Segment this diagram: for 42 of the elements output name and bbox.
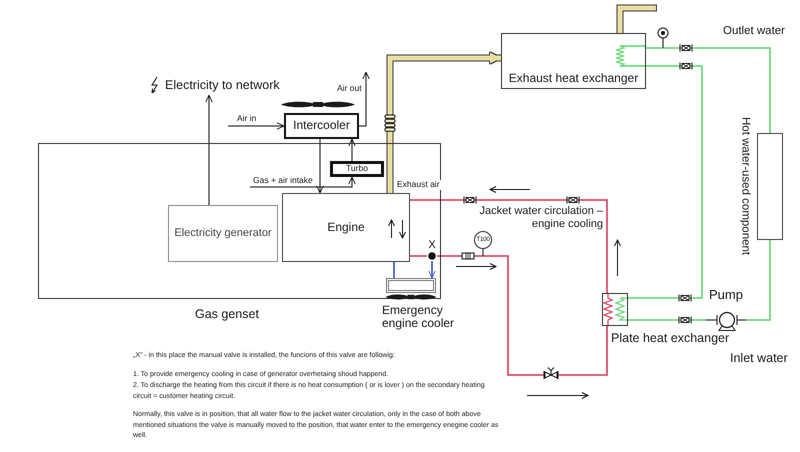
edge-label: Air in [236, 114, 258, 124]
box-label: Turbo [346, 164, 368, 174]
arrow [428, 261, 436, 278]
generator-box [168, 205, 278, 262]
edge-label: Air out [336, 84, 363, 94]
node-label: Hot water-used component [739, 117, 752, 256]
pipe-line [437, 255, 608, 376]
arrow [228, 122, 284, 130]
box-label: Electricity generator [174, 227, 272, 240]
intercooler-box [284, 113, 359, 139]
arrow [348, 138, 356, 162]
node-label: Plate heat exchanger [611, 332, 730, 346]
engine-box [282, 193, 410, 262]
box-label: Exhaust heat exchanger [508, 72, 638, 86]
pipe-line [628, 65, 703, 299]
node-label: Electricity to network [165, 78, 280, 92]
arrow [205, 94, 213, 206]
arrow [358, 72, 370, 126]
pipe-line [393, 262, 395, 278]
junction-label: X [427, 240, 437, 251]
edge-label: Jacket water circulation – engine cooling [478, 205, 604, 230]
edge-label: Exhaust air [396, 180, 441, 190]
box-label: Engine [327, 220, 365, 234]
arrow [388, 52, 501, 193]
text-label: Inlet water [730, 351, 788, 366]
pipe-line [618, 6, 656, 33]
pipe-line [410, 199, 608, 293]
heat-exchanger-box [501, 33, 646, 89]
node-label: Pump [709, 288, 743, 303]
edge-label: Gas + air intake [252, 176, 314, 186]
node-label: Gas genset [195, 308, 259, 322]
arrow [316, 138, 324, 194]
pipe-line [646, 47, 771, 133]
box-label: Intercooler [293, 119, 350, 133]
node-label: Emergency engine cooler [382, 304, 456, 330]
pipe-line [628, 319, 706, 321]
text-label: Outlet water [723, 25, 785, 38]
gauge-circle [474, 231, 492, 249]
pipe-line [410, 255, 427, 257]
pipe-line [746, 240, 771, 321]
arrow [250, 176, 356, 188]
turbo-box [330, 161, 384, 177]
